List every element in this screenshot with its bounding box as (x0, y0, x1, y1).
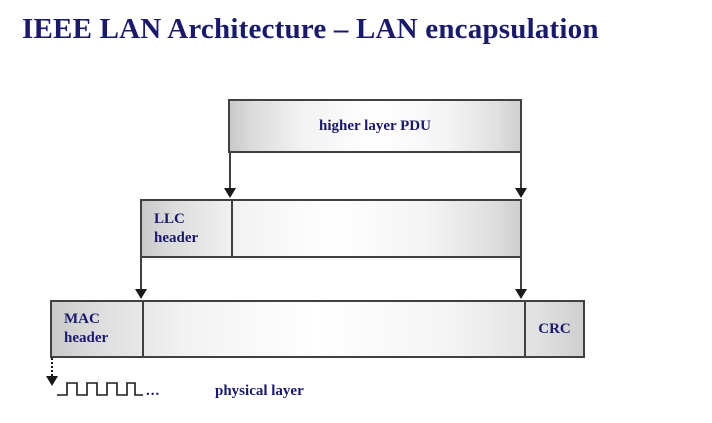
mac-header-label: MAC header (64, 311, 109, 346)
mac-header-cell: MAC header (52, 302, 142, 356)
physical-layer-waveform-icon (57, 378, 143, 400)
connector-line-llc-to-mac-right (520, 258, 522, 296)
llc-header-cell: LLC header (142, 201, 231, 256)
mac-crc-label: CRC (538, 320, 571, 337)
arrowhead-llc-to-mac-left-icon (135, 289, 147, 299)
waveform-ellipsis: ... (146, 383, 161, 399)
higher-layer-pdu-cell: higher layer PDU (230, 101, 520, 151)
connector-line-higher-to-llc-right (520, 153, 522, 193)
connector-line-higher-to-llc-left (229, 153, 231, 193)
mac-crc-cell: CRC (524, 302, 583, 356)
connector-line-llc-to-mac-left (140, 258, 142, 296)
higher-layer-pdu-label: higher layer PDU (319, 117, 431, 134)
mac-payload-cell (142, 302, 524, 356)
higher-layer-pdu-box: higher layer PDU (228, 99, 522, 153)
llc-payload-cell (231, 201, 520, 256)
page-title: IEEE LAN Architecture – LAN encapsulatio… (22, 13, 599, 45)
connector-line-mac-to-physical-dotted (51, 358, 53, 380)
arrowhead-mac-to-physical-icon (46, 376, 58, 386)
arrowhead-higher-to-llc-left-icon (224, 188, 236, 198)
arrowhead-higher-to-llc-right-icon (515, 188, 527, 198)
mac-frame-box: MAC header CRC (50, 300, 585, 358)
arrowhead-llc-to-mac-right-icon (515, 289, 527, 299)
physical-layer-label: physical layer (215, 383, 304, 399)
llc-header-label: LLC header (154, 210, 199, 246)
llc-frame-box: LLC header (140, 199, 522, 258)
